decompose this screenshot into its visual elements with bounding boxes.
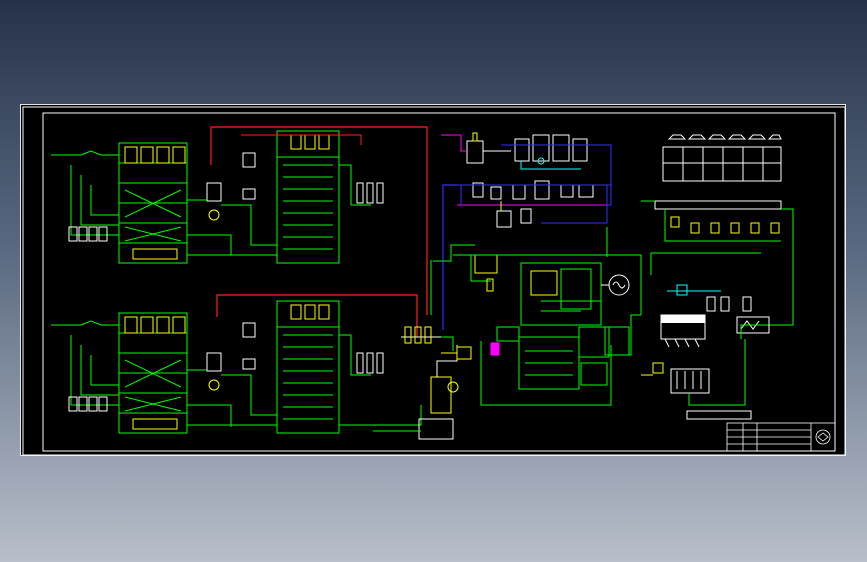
economizer-1 bbox=[276, 130, 340, 264]
economizer-2 bbox=[276, 300, 340, 434]
company-logo-icon bbox=[815, 429, 831, 445]
boiler-unit-2 bbox=[51, 300, 422, 434]
turbine-generator bbox=[433, 227, 642, 406]
inner-frame bbox=[42, 112, 836, 452]
cooling-tower bbox=[641, 134, 794, 326]
boiler-unit-1 bbox=[51, 130, 384, 264]
steam-line-2 bbox=[216, 294, 418, 337]
steam-line-1 bbox=[210, 126, 428, 315]
feed-line bbox=[442, 184, 457, 330]
dust-collector bbox=[641, 284, 770, 420]
cad-drawing-sheet bbox=[20, 104, 846, 456]
chemical-treatment bbox=[441, 132, 612, 228]
process-flow-diagram bbox=[22, 106, 846, 456]
outer-frame bbox=[22, 106, 846, 456]
steam-header bbox=[401, 260, 454, 351]
title-block bbox=[726, 422, 836, 452]
